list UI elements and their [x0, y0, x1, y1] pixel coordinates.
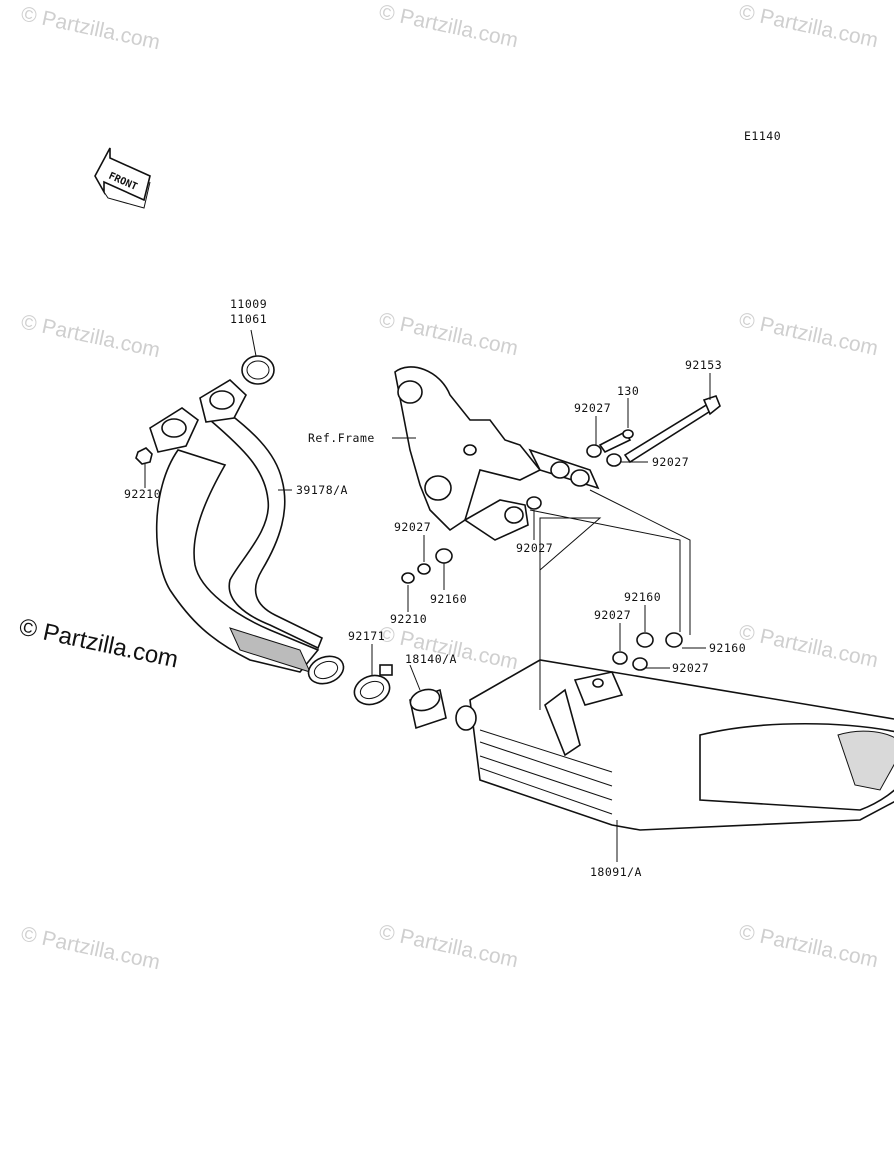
- label-11061: 11061: [230, 312, 267, 326]
- label-11009: 11009: [230, 297, 267, 311]
- label-ref-frame: Ref.Frame: [308, 431, 375, 445]
- label-18140: 18140/A: [405, 652, 457, 666]
- label-92027-f: 92027: [672, 661, 709, 675]
- label-92160-b: 92160: [624, 590, 661, 604]
- label-92027-c: 92027: [516, 541, 553, 555]
- label-92210-mid: 92210: [390, 612, 427, 626]
- label-92027-b: 92027: [652, 455, 689, 469]
- watermark: © Partzilla.com: [377, 622, 520, 674]
- nut-92210-left: [135, 447, 153, 465]
- label-39178: 39178/A: [296, 483, 348, 497]
- watermark: © Partzilla.com: [377, 0, 520, 52]
- leader-lines: [144, 329, 711, 862]
- bolt-92153: [623, 395, 721, 464]
- clamp-92171: [353, 664, 393, 706]
- watermark: © Partzilla.com: [737, 308, 880, 360]
- label-18091: 18091/A: [590, 865, 642, 879]
- watermark: © Partzilla.com: [377, 920, 520, 972]
- muffler-bracket: [526, 448, 600, 510]
- label-92153: 92153: [685, 358, 722, 372]
- watermark: © Partzilla.com: [737, 0, 880, 52]
- watermark-large: © Partzilla.com: [17, 613, 181, 673]
- muffler: [455, 659, 894, 831]
- watermark: © Partzilla.com: [19, 922, 162, 974]
- watermark: © Partzilla.com: [19, 310, 162, 362]
- label-92027-a: 92027: [574, 401, 611, 415]
- frame-reference: [394, 366, 542, 541]
- front-arrow-icon: FRONT: [94, 147, 151, 209]
- label-92027-d: 92027: [394, 520, 431, 534]
- label-130: 130: [617, 384, 639, 398]
- gasket-18140: [409, 688, 447, 730]
- exhaust-gasket: [241, 355, 275, 385]
- label-92160-a: 92160: [430, 592, 467, 606]
- label-92160-c: 92160: [709, 641, 746, 655]
- exhaust-header-pipe: [149, 379, 345, 685]
- part-labels: 11009 11061 92210 39178/A Ref.Frame 9215…: [124, 297, 746, 879]
- watermark: © Partzilla.com: [737, 620, 880, 672]
- label-92171: 92171: [348, 629, 385, 643]
- bolt-130: [598, 429, 634, 454]
- diagram-code: E1140: [744, 129, 781, 143]
- watermark: © Partzilla.com: [377, 308, 520, 360]
- watermark: © Partzilla.com: [737, 920, 880, 972]
- label-92210-left: 92210: [124, 487, 161, 501]
- label-92027-e: 92027: [594, 608, 631, 622]
- watermark: © Partzilla.com: [19, 2, 162, 54]
